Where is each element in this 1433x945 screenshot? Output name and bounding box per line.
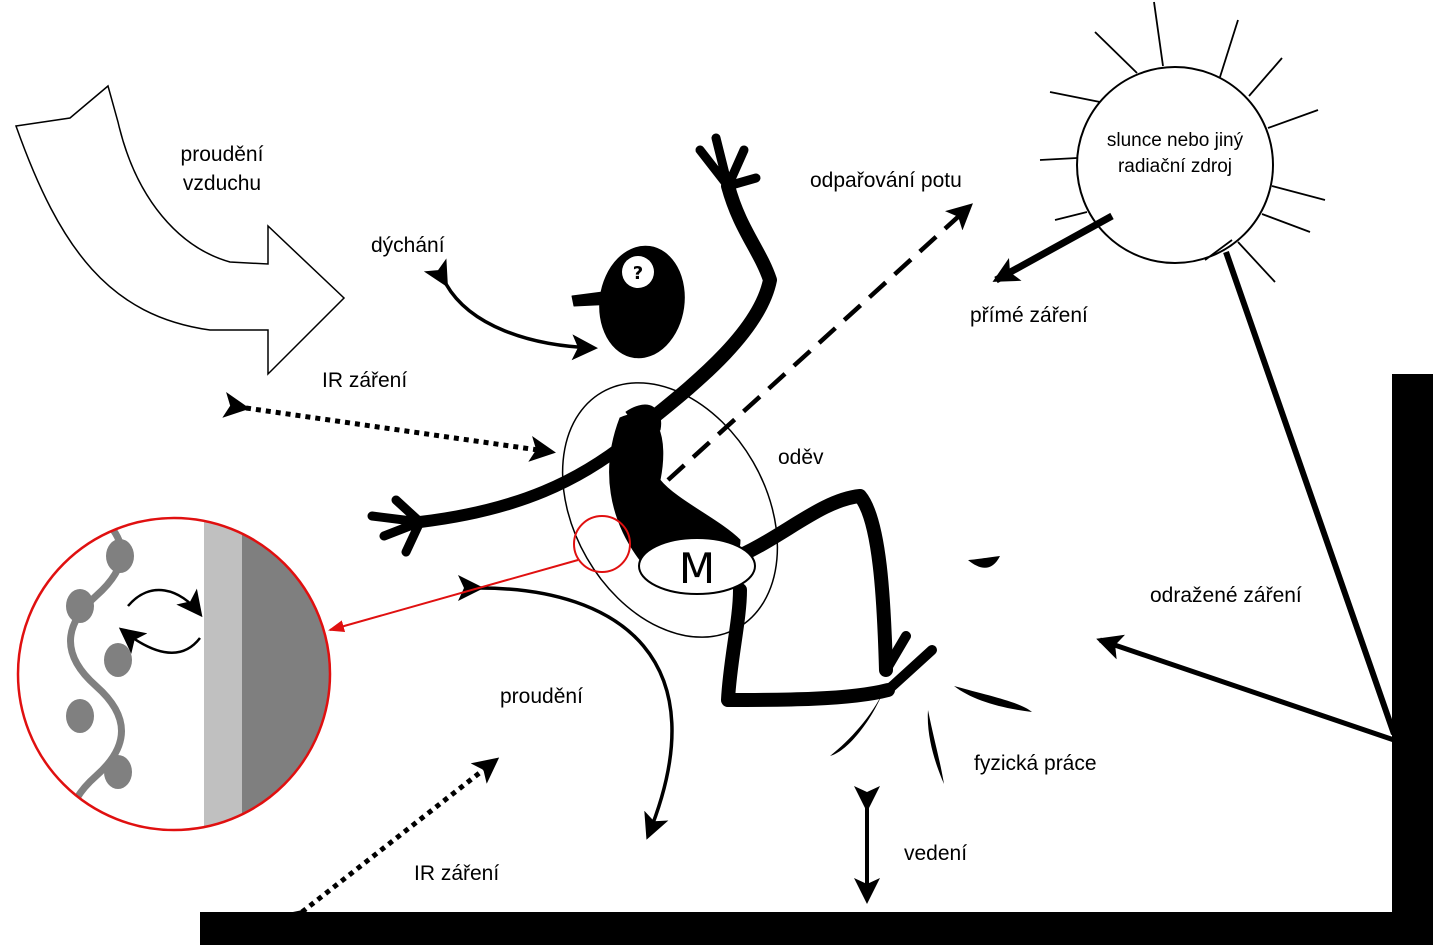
- sweat-evaporation-arrow: [668, 206, 970, 480]
- label-direct-radiation: přímé záření: [970, 304, 1088, 327]
- head-question-mark: ?: [633, 263, 643, 284]
- clothing-layer-dark: [242, 510, 340, 840]
- label-sun-line2: radiační zdroj: [1118, 156, 1232, 177]
- label-airflow-line2: vzduchu: [183, 172, 261, 195]
- label-ir-bottom: IR záření: [414, 862, 499, 885]
- reflected-radiation-arrow: [1100, 640, 1394, 740]
- ir-radiation-bottom-arrow: [302, 760, 496, 912]
- label-airflow-line1: proudění: [181, 143, 264, 166]
- motion-marks: [830, 556, 1032, 784]
- breathing-arrow: [446, 284, 594, 348]
- clothing-layer-light: [204, 510, 242, 840]
- label-clothing: oděv: [778, 446, 824, 469]
- airflow-arrow-icon: [16, 86, 344, 374]
- label-reflected: odražené záření: [1150, 584, 1302, 607]
- ground-block: [200, 912, 1433, 945]
- label-convection: proudění: [500, 685, 583, 708]
- skin-clothing-zoom: [10, 510, 340, 846]
- human-figure: [372, 138, 932, 700]
- label-ir-top: IR záření: [322, 369, 407, 392]
- label-work: fyzická práce: [974, 752, 1097, 775]
- label-conduction: vedení: [904, 842, 967, 865]
- label-sweat: odpařování potu: [810, 169, 962, 192]
- ir-radiation-top-arrow: [246, 408, 552, 452]
- zoom-pointer-arrow: [330, 560, 578, 630]
- sun-to-wall-line: [1226, 252, 1394, 734]
- label-sun-line1: slunce nebo jiný: [1107, 130, 1244, 151]
- label-breathing: dýchání: [371, 234, 445, 257]
- metabolism-label: M: [679, 544, 715, 593]
- direct-radiation-arrow: [996, 216, 1112, 280]
- zoom-source-circle: [574, 516, 630, 572]
- convection-arrow: [480, 588, 672, 836]
- wall-block: [1392, 374, 1433, 945]
